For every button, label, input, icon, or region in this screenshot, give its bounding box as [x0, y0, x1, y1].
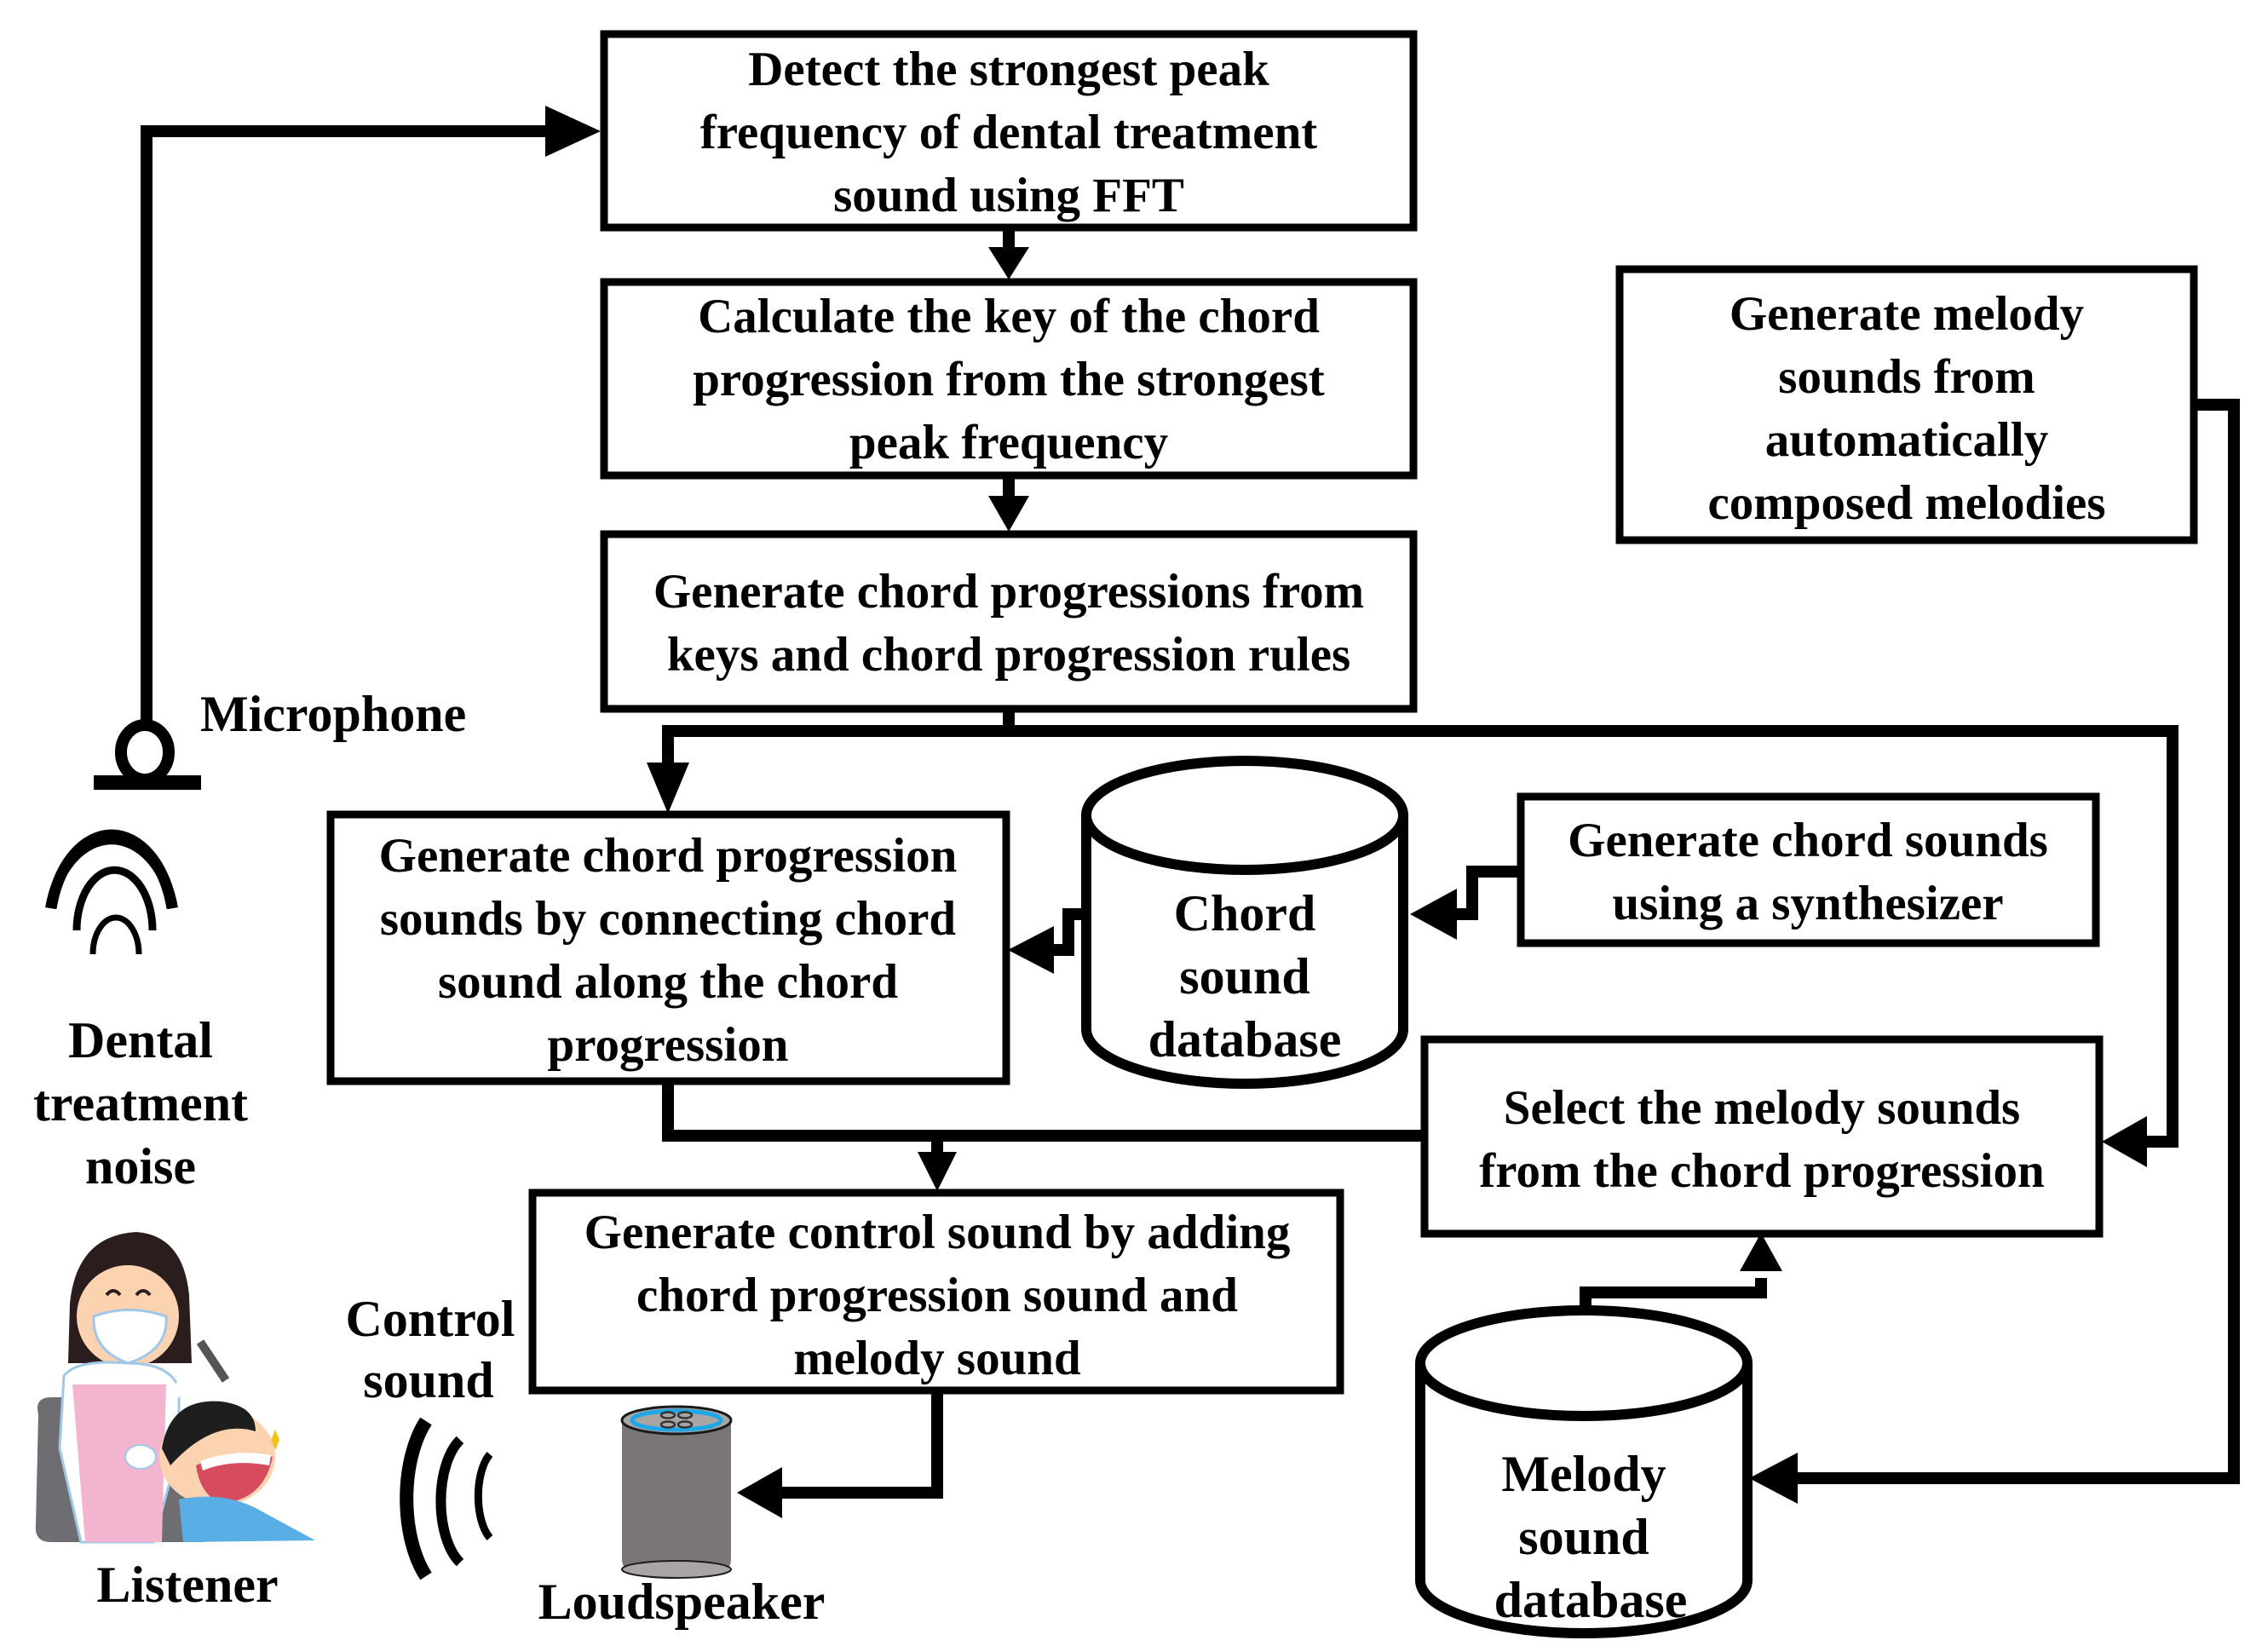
connectors [141, 106, 2240, 1518]
control-sound-wave-icon [400, 1417, 493, 1580]
select-melody-line-1: Select the melody sounds [1504, 1081, 2020, 1135]
chord-sounds-line-1: Generate chord sounds [1568, 814, 2048, 867]
process-select-melody[interactable]: Select the melody sounds from the chord … [1420, 1035, 2104, 1238]
noise-line-3: noise [85, 1138, 196, 1194]
melody-gen-line-1: Generate melody [1730, 287, 2084, 341]
arrowhead-progression-sounds-side [1008, 926, 1054, 974]
melody-gen-line-2: sounds from [1778, 350, 2035, 404]
detect-line-2: frequency of dental treatment [700, 106, 1318, 159]
noise-line-1: Dental [68, 1012, 213, 1068]
dentist-patient-illustration [35, 1232, 315, 1544]
melody-db-line-2: sound [1518, 1509, 1649, 1565]
arrowhead-progressions [988, 496, 1029, 532]
detect-line-3: sound using FFT [833, 169, 1184, 222]
chord-db-line-3: database [1148, 1011, 1342, 1068]
melody-sound-database[interactable]: Melody sound database [1415, 1305, 1753, 1638]
edge-progression-sounds-to-merge [662, 1084, 1425, 1142]
process-generate-progressions[interactable]: Generate chord progressions from keys an… [600, 530, 1418, 713]
edge-melody-gen-to-melody-db [1798, 399, 2240, 1484]
arrowhead-detect [545, 106, 601, 157]
loudspeaker-icon [620, 1405, 733, 1579]
select-melody-line-2: from the chord progression [1479, 1144, 2044, 1198]
process-generate-chord-sounds[interactable]: Generate chord sounds using a synthesize… [1517, 792, 2100, 947]
control-line-1: Generate control sound by adding [584, 1206, 1291, 1259]
process-generate-melody-sounds[interactable]: Generate melody sounds from automaticall… [1615, 265, 2198, 544]
calculate-line-3: peak frequency [849, 416, 1168, 469]
arrowhead-melody-db [1749, 1453, 1798, 1504]
edge-chord-sounds-to-chord-db [1457, 866, 1521, 920]
edge-progressions-to-progression-sounds [662, 725, 1009, 784]
edge-microphone-to-detect [141, 125, 545, 733]
melody-db-line-3: database [1494, 1572, 1688, 1628]
arrowhead-progression-sounds [647, 763, 689, 814]
arrowhead-select-melody [2102, 1116, 2147, 1167]
control-line-2: chord progression sound and [636, 1269, 1238, 1322]
control-sound-line-2: sound [363, 1352, 493, 1408]
process-calculate-key[interactable]: Calculate the key of the chord progressi… [600, 278, 1418, 480]
control-sound-label: Control sound [346, 1291, 515, 1408]
arrowhead-control [918, 1152, 957, 1191]
chord-db-line-2: sound [1179, 948, 1309, 1004]
progression-sounds-line-4: progression [548, 1018, 789, 1072]
microphone-icon [94, 719, 201, 790]
edge-progressions-to-select-melody [1009, 725, 2179, 1148]
edge-control-to-loudspeaker [782, 1390, 943, 1499]
chord-sound-database[interactable]: Chord sound database [1081, 756, 1408, 1089]
process-generate-progression-sounds[interactable]: Generate chord progression sounds by con… [326, 810, 1010, 1085]
edge-chord-db-to-progression-sounds [1054, 908, 1084, 956]
melody-db-line-1: Melody [1501, 1446, 1666, 1502]
arrowhead-chord-db [1410, 889, 1457, 940]
detect-line-1: Detect the strongest peak [748, 43, 1269, 96]
noise-line-2: treatment [33, 1075, 248, 1131]
arrowhead-loudspeaker [737, 1467, 782, 1518]
loudspeaker-label: Loudspeaker [538, 1574, 826, 1630]
control-line-3: melody sound [793, 1332, 1081, 1385]
calculate-line-1: Calculate the key of the chord [698, 290, 1320, 343]
melody-gen-line-4: composed melodies [1707, 476, 2105, 530]
progressions-line-1: Generate chord progressions from [653, 565, 1364, 619]
noise-label: Dental treatment noise [33, 1012, 248, 1194]
listener-label: Listener [96, 1557, 278, 1613]
chord-sounds-line-2: using a synthesizer [1612, 877, 2003, 930]
progression-sounds-line-1: Generate chord progression [379, 829, 958, 883]
chord-db-line-1: Chord [1174, 885, 1316, 941]
microphone-label: Microphone [200, 686, 466, 742]
progressions-line-2: keys and chord progression rules [667, 628, 1350, 682]
progression-sounds-line-2: sounds by connecting chord [380, 892, 957, 946]
process-detect-peak[interactable]: Detect the strongest peak frequency of d… [600, 30, 1418, 232]
process-generate-control[interactable]: Generate control sound by adding chord p… [528, 1189, 1344, 1395]
melody-gen-line-3: automatically [1765, 413, 2048, 467]
noise-wave-icon [45, 829, 178, 955]
arrowhead-calculate [988, 247, 1029, 279]
control-sound-line-1: Control [346, 1291, 515, 1347]
calculate-line-2: progression from the strongest [693, 353, 1325, 406]
arrowhead-select-melody-bottom [1740, 1233, 1782, 1271]
progression-sounds-line-3: sound along the chord [438, 955, 898, 1009]
